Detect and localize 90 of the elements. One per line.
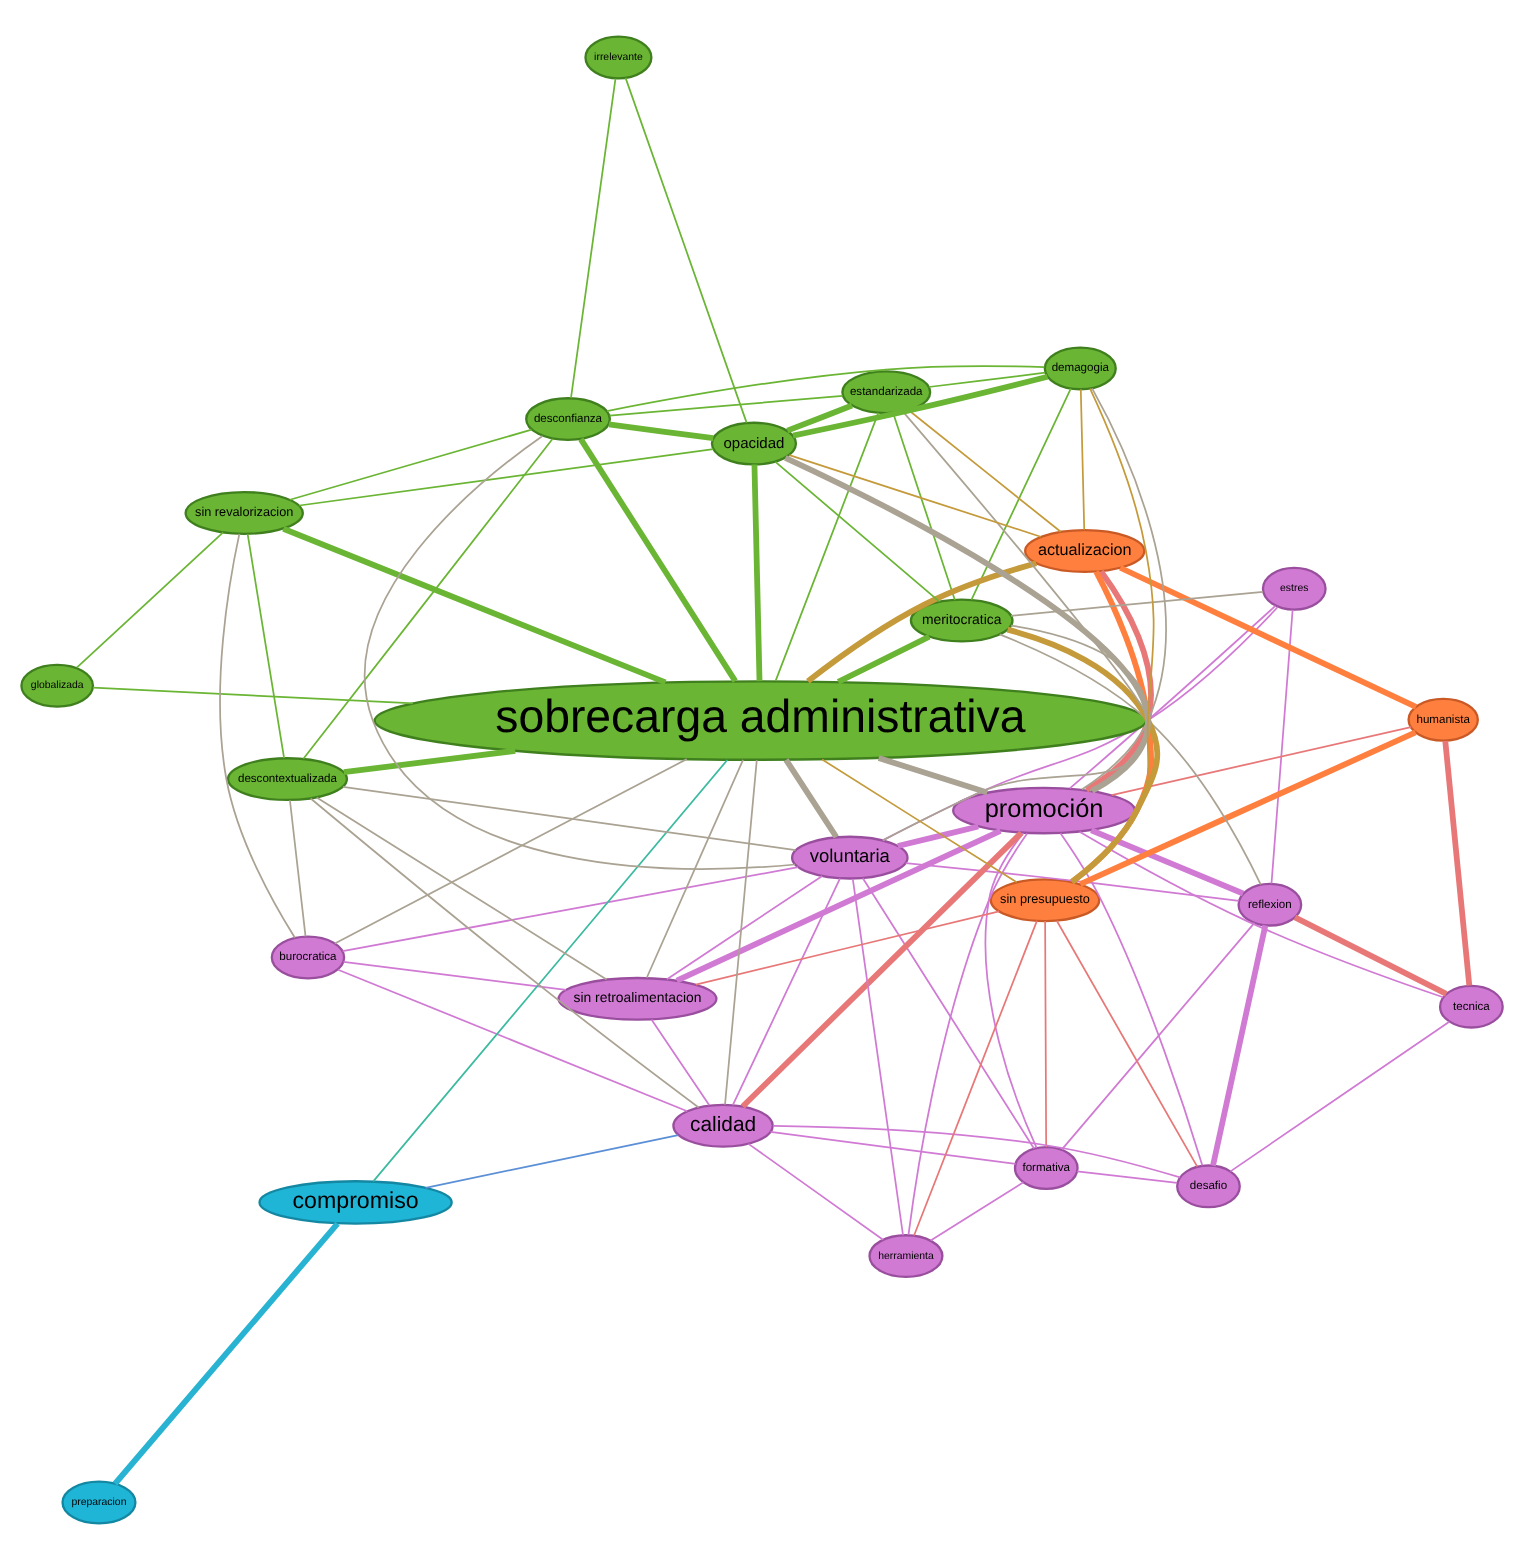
connector xyxy=(751,464,763,682)
connector xyxy=(788,454,1042,538)
connector xyxy=(998,633,1262,886)
connector xyxy=(645,758,744,979)
connector xyxy=(927,371,1047,388)
connector xyxy=(343,748,516,775)
connector xyxy=(740,830,1024,1109)
connector xyxy=(606,365,1046,412)
connector xyxy=(675,828,1002,984)
node-ellipse: compromiso xyxy=(258,1180,453,1225)
connector xyxy=(1006,626,1161,885)
connector xyxy=(75,531,224,669)
connector xyxy=(783,758,839,839)
connector xyxy=(774,461,941,603)
connector xyxy=(1078,830,1445,999)
connector xyxy=(1110,726,1412,797)
connector xyxy=(836,634,931,685)
connector xyxy=(806,560,1038,684)
connector xyxy=(747,1143,884,1241)
connector xyxy=(1079,729,1417,887)
connector xyxy=(315,796,608,981)
connector xyxy=(342,961,567,991)
connector xyxy=(282,526,667,686)
connector xyxy=(289,428,533,501)
connector xyxy=(1010,590,1264,617)
connector xyxy=(907,832,1028,1236)
connector xyxy=(984,832,1038,1149)
connector xyxy=(769,1131,1017,1165)
connector xyxy=(309,797,700,1109)
connector xyxy=(608,421,714,442)
connector xyxy=(792,374,1049,439)
connector xyxy=(908,409,1062,533)
connector xyxy=(624,77,748,424)
node-ellipse: voluntaria xyxy=(790,835,909,880)
connector xyxy=(724,759,758,1106)
connector xyxy=(1068,605,1277,790)
connector xyxy=(881,624,1149,842)
connector xyxy=(731,877,841,1106)
connector xyxy=(570,77,617,399)
connector xyxy=(608,395,844,417)
connector xyxy=(1076,1170,1178,1184)
connector xyxy=(372,759,729,1183)
connector xyxy=(337,968,689,1113)
connector xyxy=(650,1018,711,1107)
connector xyxy=(1210,924,1269,1167)
connector xyxy=(578,437,738,683)
connector xyxy=(1079,388,1086,531)
connector xyxy=(1270,609,1294,885)
connector xyxy=(112,1221,340,1486)
connector xyxy=(424,1134,680,1189)
connector xyxy=(897,823,979,849)
connector xyxy=(1044,920,1048,1148)
connector xyxy=(904,862,1240,902)
connector xyxy=(877,755,989,796)
connector xyxy=(851,877,904,1237)
connector xyxy=(219,533,296,939)
connector xyxy=(364,435,796,870)
connector xyxy=(892,412,956,601)
connector xyxy=(929,1181,1025,1242)
node-ellipse: sobrecarga administrativa xyxy=(373,680,1148,761)
connector xyxy=(970,387,1072,601)
connector xyxy=(786,402,854,434)
connector xyxy=(784,455,1151,794)
connector xyxy=(289,799,307,938)
connector xyxy=(341,866,800,952)
connector xyxy=(246,533,285,760)
node-ellipse: promoción xyxy=(952,786,1137,835)
connector xyxy=(695,910,1000,986)
connector xyxy=(1055,919,1199,1168)
connector xyxy=(821,758,1018,884)
connector xyxy=(1059,832,1204,1167)
connector xyxy=(302,437,554,760)
node-ellipse: calidad xyxy=(672,1103,774,1148)
connector xyxy=(1229,1020,1451,1173)
connector xyxy=(666,875,824,981)
connector xyxy=(1442,740,1473,986)
connector xyxy=(1293,914,1448,997)
connector xyxy=(334,758,688,945)
connector xyxy=(774,412,880,682)
connector xyxy=(342,785,797,851)
connector xyxy=(298,448,715,507)
connector xyxy=(1084,569,1154,793)
connector xyxy=(913,920,1038,1237)
connector xyxy=(1061,921,1256,1151)
connector xyxy=(862,877,1035,1150)
connector xyxy=(1081,387,1167,791)
connector xyxy=(772,1125,1181,1179)
connector xyxy=(92,686,414,705)
connector xyxy=(1090,827,1245,897)
connector xyxy=(1119,565,1418,710)
